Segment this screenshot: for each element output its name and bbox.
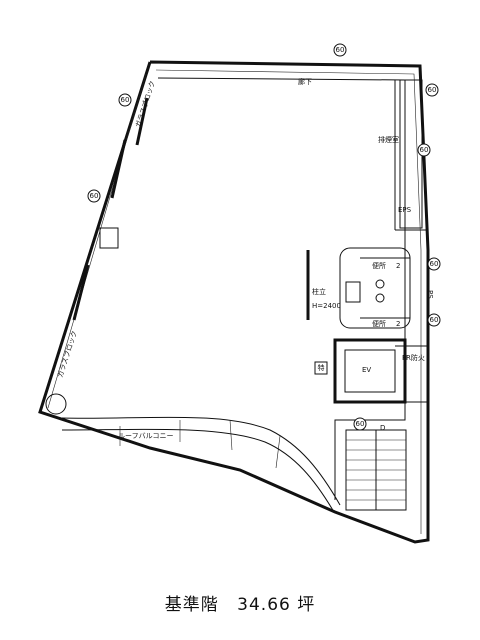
tag-bottom-mid: 60	[356, 420, 365, 428]
eps-label: EPS	[398, 206, 412, 214]
toilet-block	[339, 247, 411, 329]
window-elements	[45, 97, 149, 415]
tag-right-mid: 60	[420, 146, 429, 154]
exhaust-room-label: 排煙室	[378, 135, 399, 144]
floor-plan: 廊下 排煙室 ガラスブロック ガラスブロック 便所 2 便所 2 柱立 H=24…	[38, 43, 441, 544]
ceiling-height-label: H=2400	[312, 302, 341, 310]
tag-ev-side: 特	[318, 363, 325, 372]
floor-label: 基準階	[164, 595, 219, 615]
toilet-lower-num: 2	[396, 320, 400, 328]
toilet-lower-label: 便所	[372, 319, 386, 328]
tag-toilet-upper: 60	[430, 260, 439, 268]
ev-shaft	[333, 338, 428, 404]
circle-tags: 60 60 60 60 60 60 60 特 60	[87, 43, 441, 431]
balcony-band	[61, 416, 341, 513]
tag-top: 60	[336, 46, 345, 54]
tag-left-mid: 60	[90, 192, 99, 200]
floor-area: 34.66 坪	[237, 595, 316, 615]
staircase	[345, 429, 407, 511]
tag-toilet-lower: 60	[430, 316, 439, 324]
ps-label: PS	[426, 290, 434, 299]
floor-caption: 基準階 34.66 坪	[0, 590, 480, 615]
balcony-label: ルーフバルコニー	[118, 432, 173, 440]
column-label: 柱立	[312, 287, 326, 296]
tag-left-upper: 60	[121, 96, 130, 104]
corridor-label: 廊下	[298, 77, 312, 86]
ev-label: EV	[362, 366, 371, 374]
tag-right-upper: 60	[428, 86, 437, 94]
toilet-upper-num: 2	[396, 262, 400, 270]
d-mark-label: D	[380, 424, 385, 432]
toilet-upper-label: 便所	[372, 261, 386, 270]
fire-shutter-label: FR防火	[402, 353, 425, 362]
